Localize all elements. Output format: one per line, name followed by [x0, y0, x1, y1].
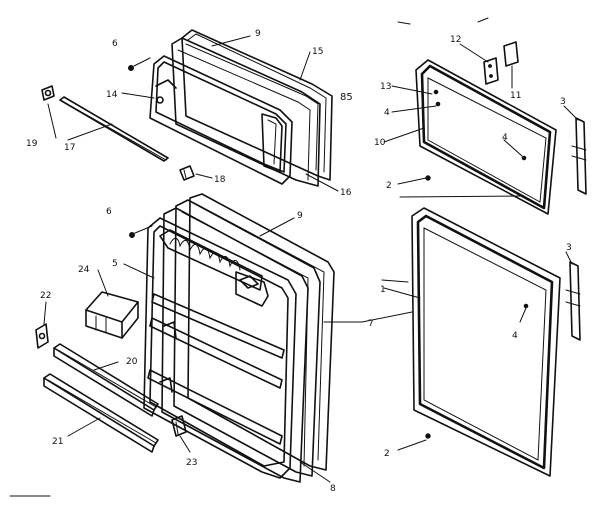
callout-12: 12	[450, 35, 461, 45]
callout-5: 5	[112, 259, 118, 269]
callout-4-upper: 4	[384, 108, 390, 118]
callout-2-lower: 2	[384, 449, 390, 459]
callout-23: 23	[186, 458, 197, 468]
callout-19: 19	[26, 139, 38, 149]
clip-22	[35, 323, 49, 349]
bracket-24	[85, 291, 139, 339]
callout-20: 20	[126, 357, 138, 367]
retainer-18	[179, 165, 213, 181]
clip-19	[41, 85, 55, 101]
fresh-food-gasket-8	[161, 199, 321, 483]
freezer-shelf-bar-17	[59, 96, 169, 162]
screw-6-upper	[128, 57, 151, 71]
callout-11: 11	[510, 91, 521, 101]
screw-6-lower	[129, 225, 153, 238]
cover-11	[503, 41, 519, 67]
freezer-outer-door-10	[415, 59, 557, 215]
leader-lines	[9, 17, 579, 497]
shelf-bar-20	[53, 343, 159, 417]
diagram-code: 85	[340, 92, 353, 103]
callout-21: 21	[52, 437, 63, 447]
hinge-3-upper	[571, 117, 587, 195]
callout-24: 24	[78, 265, 90, 275]
callout-6-lower: 6	[106, 207, 112, 217]
callout-16: 16	[340, 188, 352, 198]
freezer-panel-16	[171, 37, 321, 187]
fresh-food-door-liner-5	[143, 217, 297, 479]
callout-9-lower: 9	[297, 211, 303, 221]
callout-13: 13	[380, 82, 391, 92]
callout-1: 1	[380, 285, 386, 295]
callout-2-upper: 2	[386, 181, 392, 191]
callout-9-upper: 9	[255, 29, 261, 39]
callout-6-upper: 6	[112, 39, 118, 49]
callout-14: 14	[106, 90, 118, 100]
callout-4-lower: 4	[512, 331, 518, 341]
fresh-food-outer-door-1	[411, 207, 561, 477]
callout-8: 8	[330, 484, 336, 494]
callout-18: 18	[214, 175, 226, 185]
callout-17: 17	[64, 143, 75, 153]
hinge-3-lower	[565, 261, 581, 341]
callout-4-right: 4	[502, 133, 508, 143]
freezer-door-liner-14	[149, 55, 293, 185]
callout-15: 15	[312, 47, 323, 57]
callout-22: 22	[40, 291, 51, 301]
callout-3-upper: 3	[560, 97, 566, 107]
hinge-plate-12	[483, 57, 499, 85]
callout-7: 7	[368, 319, 374, 329]
freezer-gasket-15	[181, 29, 333, 181]
callout-10: 10	[374, 138, 386, 148]
callout-3-lower: 3	[566, 243, 572, 253]
retainer-23	[171, 415, 187, 437]
